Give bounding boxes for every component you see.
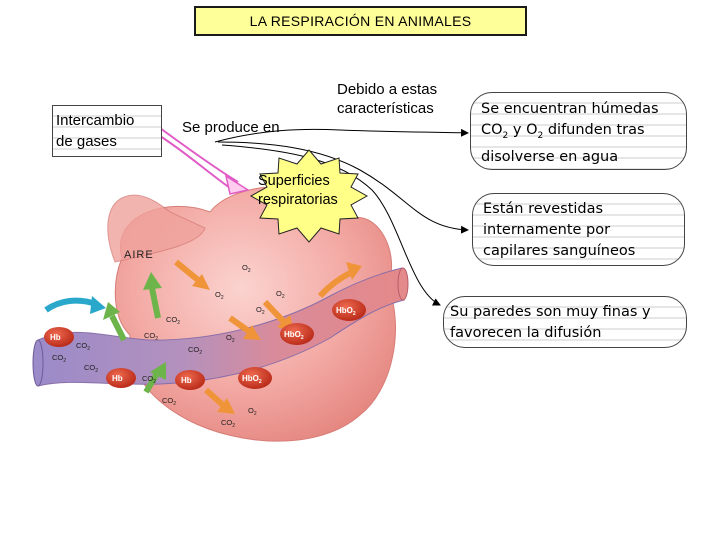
svg-text:CO2: CO2 [188, 345, 202, 356]
rbc-hb-3 [175, 370, 205, 390]
humid-line-1: Se encuentran húmedas [481, 101, 659, 117]
pink-connector-2 [159, 135, 231, 189]
gas-exchange-box: Intercambio de gases [52, 105, 162, 157]
rbc-hb-1-label: Hb [50, 333, 61, 342]
o2-in-arrow-1-head [192, 274, 210, 290]
svg-text:O2: O2 [242, 263, 251, 274]
svg-text:CO2: CO2 [144, 331, 158, 342]
because-label: Debido a estas características [337, 80, 437, 118]
co2-out-arrow-2-head [103, 302, 120, 320]
svg-text:O2: O2 [226, 333, 235, 344]
blood-outflow-arrow-head [346, 262, 362, 280]
svg-text:CO2: CO2 [52, 353, 66, 364]
respiratory-surfaces-star [249, 149, 369, 243]
svg-text:O2: O2 [248, 406, 257, 417]
rbc-hbo2-2 [280, 323, 314, 345]
svg-text:CO2: CO2 [221, 418, 235, 429]
center-line-2: respiratorias [258, 192, 338, 208]
capillaries-line-2: internamente por [483, 222, 611, 238]
o2-in-arrow-4-head [217, 398, 235, 414]
o2-in-arrow-3 [262, 299, 287, 325]
thin-line-2: favorecen la difusión [450, 325, 602, 341]
co2-labels: CO2 CO2 CO2 CO2 CO2 CO2 CO2 CO2 CO2 [52, 315, 235, 429]
vessel-start [32, 339, 44, 387]
air-label: AIRE [124, 249, 154, 261]
rbc-hb-2-label: Hb [112, 374, 123, 383]
co2-out-arrow-2 [109, 314, 127, 342]
o2-labels: O2 O2 O2 O2 O2 O2 [215, 263, 285, 417]
co2-out-arrow-3-head [150, 362, 166, 380]
svg-text:O2: O2 [215, 290, 224, 301]
capillaries-line-3: capilares sanguíneos [483, 243, 636, 259]
alveolus-neck [107, 194, 206, 263]
humid-line-3: disolverse en agua [481, 148, 619, 165]
svg-text:CO2: CO2 [166, 315, 180, 326]
capillaries-box: Están revestidas internamente por capila… [472, 193, 685, 266]
co2-out-arrow-1 [149, 287, 161, 319]
rbc-hbo2-3-label: HbO2 [336, 306, 356, 317]
svg-text:O2: O2 [256, 305, 265, 316]
svg-text:CO2: CO2 [142, 374, 156, 385]
humid-line-2: CO2 y O2 difunden tras [481, 122, 645, 141]
pink-connector-head [224, 174, 250, 195]
o2-in-arrow-2 [228, 315, 252, 335]
o2-in-arrow-4 [204, 387, 226, 409]
svg-text:CO2: CO2 [84, 363, 98, 374]
connector-to-humid [214, 128, 469, 143]
diagram-title: LA RESPIRACIÓN EN ANIMALES [194, 6, 527, 36]
svg-text:CO2: CO2 [162, 396, 176, 407]
respiratory-surfaces-label: Superficies respiratorias [240, 172, 364, 210]
rbc-hbo2-3 [332, 299, 366, 321]
humid-surfaces-box: Se encuentran húmedas CO2 y O2 difunden … [470, 92, 687, 170]
capillaries-line-1: Están revestidas [483, 201, 604, 217]
blood-inflow-arrow [44, 297, 97, 313]
rbc-hb-2 [106, 368, 136, 388]
svg-text:CO2: CO2 [76, 341, 90, 352]
rbc-hb-3-label: Hb [181, 376, 192, 385]
svg-text:O2: O2 [276, 289, 285, 300]
connector-to-capillaries [217, 141, 469, 234]
pink-connector [159, 127, 239, 183]
blood-outflow-arrow [317, 269, 354, 299]
co2-out-arrow-1-head [143, 272, 162, 290]
connector-to-thin [221, 144, 441, 306]
co2-out-arrow-3 [143, 370, 161, 394]
title-text: LA RESPIRACIÓN EN ANIMALES [249, 13, 472, 29]
because-line-1: Debido a estas [337, 81, 438, 98]
thin-walls-box: Su paredes son muy finas y favorecen la … [443, 296, 687, 348]
o2-in-arrow-1 [174, 259, 200, 283]
o2-in-arrow-2-head [243, 325, 261, 340]
blood-inflow-arrow-head [90, 296, 106, 314]
rbc-hbo2-1-label: HbO2 [242, 374, 262, 385]
rbc-hbo2-1 [238, 367, 272, 389]
rbc-hb-1 [44, 327, 74, 347]
produce-label: Se produce en [182, 119, 280, 136]
vessel-end [397, 267, 409, 301]
thin-line-1: Su paredes son muy finas y [450, 304, 651, 320]
center-line-1: Superficies [258, 173, 330, 189]
rbc-hbo2-2-label: HbO2 [284, 330, 304, 341]
exchange-line-1: Intercambio [56, 112, 135, 129]
because-line-2: características [337, 100, 434, 117]
exchange-line-2: de gases [56, 133, 117, 150]
